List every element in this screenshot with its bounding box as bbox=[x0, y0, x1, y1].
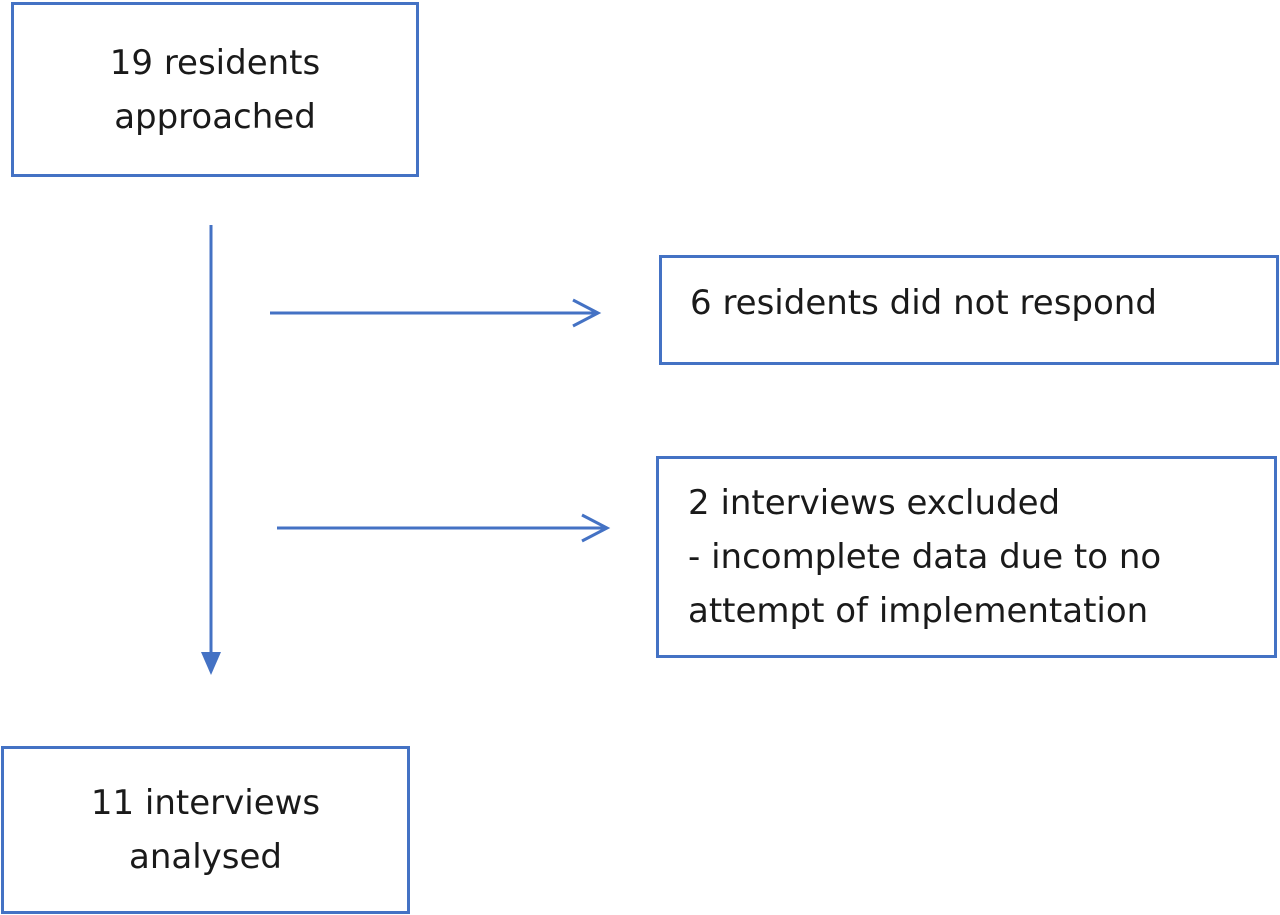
box-text-line: 6 residents did not respond bbox=[690, 283, 1157, 323]
box-text-line: - incomplete data due to no bbox=[688, 537, 1162, 577]
box-text-line: attempt of implementation bbox=[688, 591, 1149, 631]
box-text-line: 11 interviews bbox=[90, 783, 321, 823]
box-did-not-respond: 6 residents did not respond bbox=[659, 255, 1279, 365]
box-interviews-excluded: 2 interviews excluded - incomplete data … bbox=[656, 456, 1277, 658]
box-interviews-analysed: 11 interviews analysed bbox=[1, 746, 410, 914]
box-text-line: analysed bbox=[129, 837, 282, 877]
box-text-line: 19 residents bbox=[109, 42, 321, 83]
main-down-arrow-head bbox=[201, 652, 221, 675]
arrow-to-no-response-head bbox=[572, 298, 602, 328]
box-text-line: 2 interviews excluded bbox=[688, 483, 1061, 523]
arrow-to-excluded-head bbox=[581, 513, 611, 543]
box-residents-approached: 19 residents approached bbox=[11, 2, 419, 177]
box-text-line: approached bbox=[114, 96, 316, 137]
